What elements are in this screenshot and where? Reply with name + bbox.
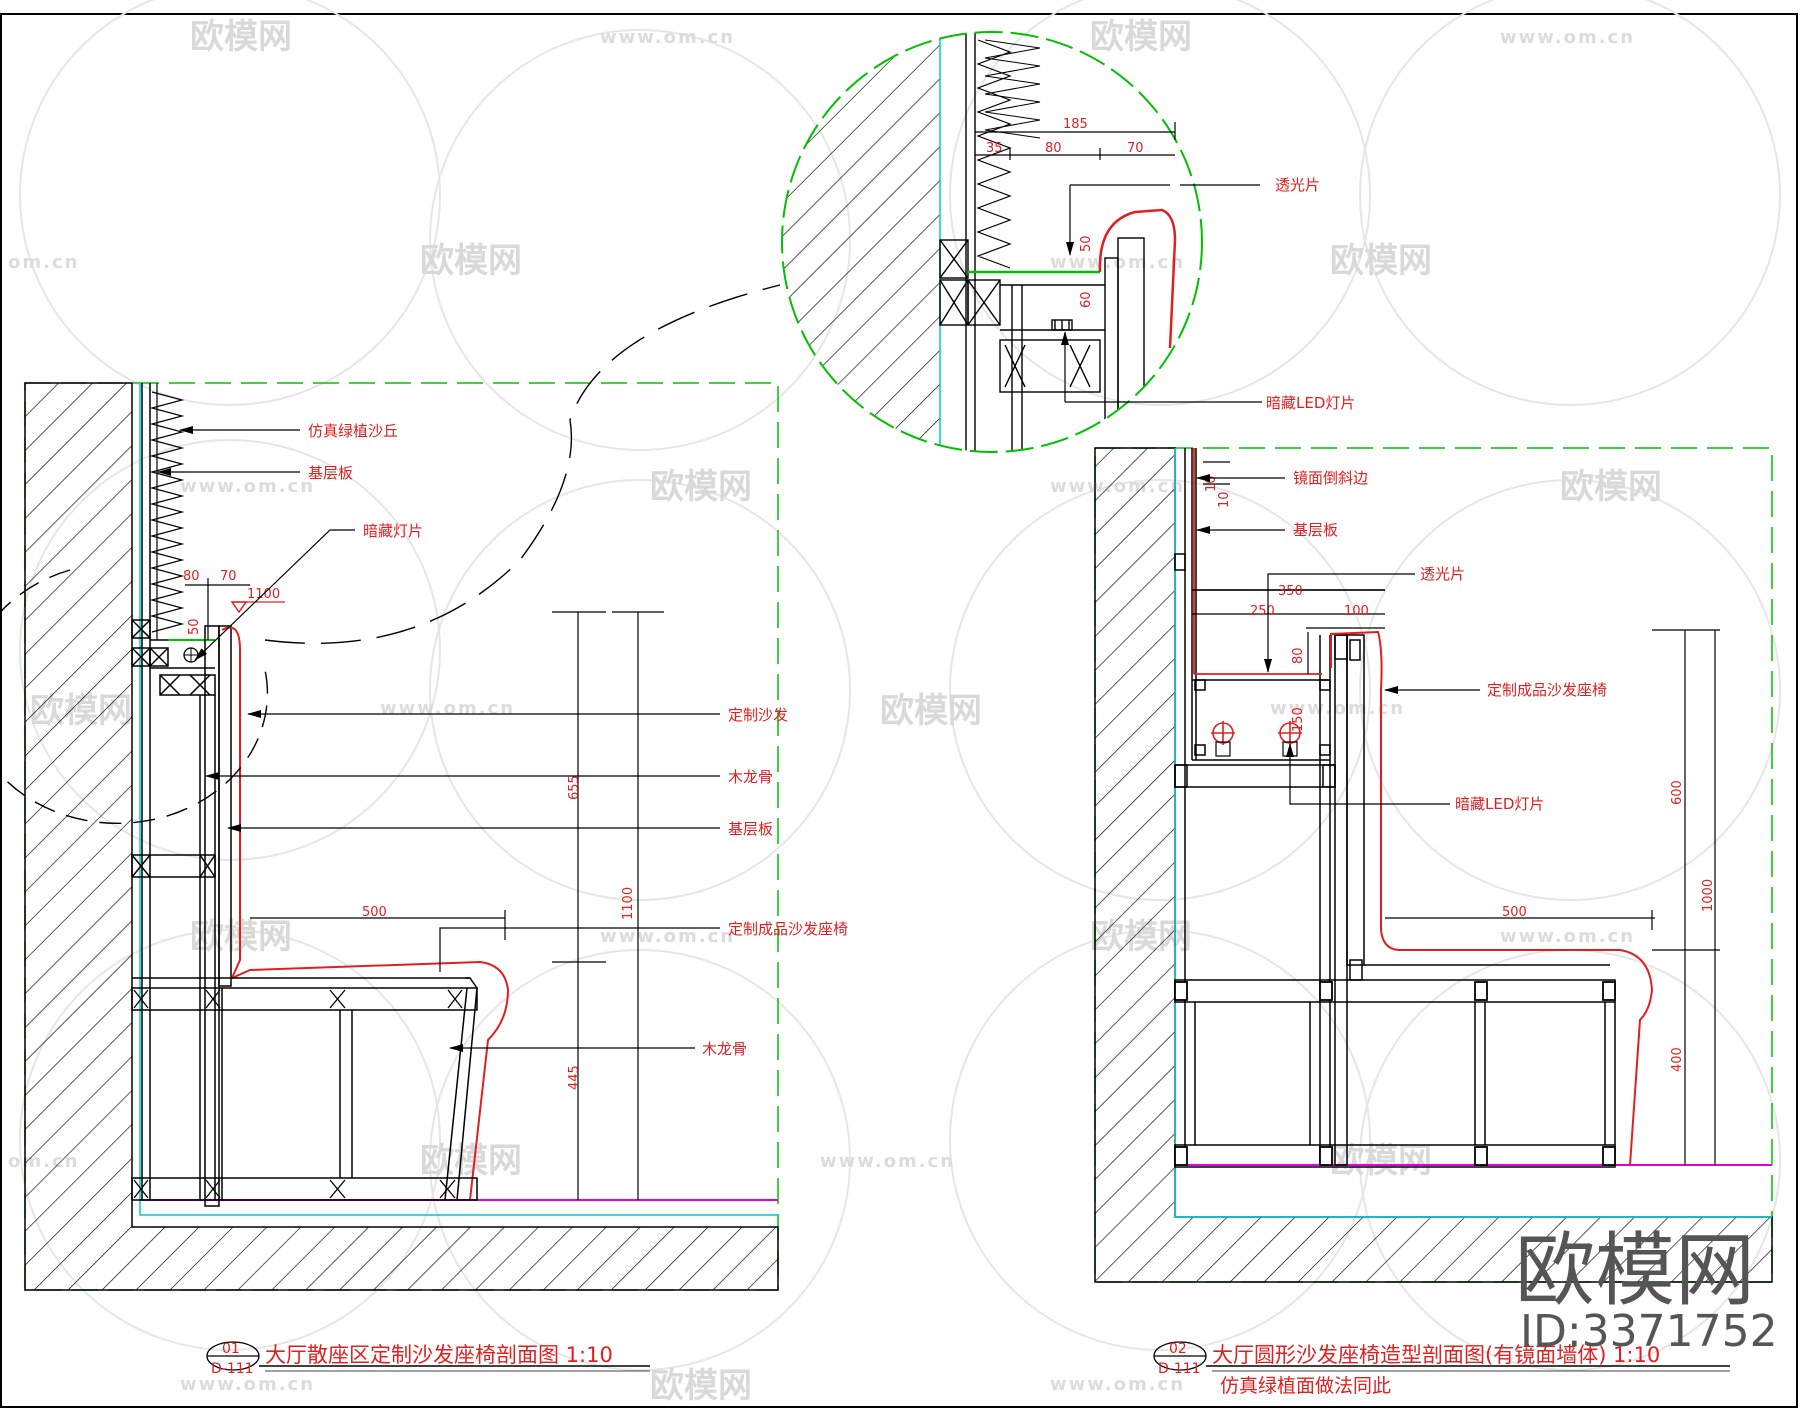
title-block-02: 02 D-111 大厅圆形沙发座椅造型剖面图(有镜面墙体) 1:10 仿真绿植面… (1153, 1341, 1730, 1397)
watermark-url: www.om.cn (820, 1151, 955, 1172)
drawing-title-01: 大厅散座区定制沙发座椅剖面图 1:10 (265, 1343, 613, 1367)
logo-id: ID:3371752 (1520, 1306, 1778, 1357)
dim-150: 150 (1291, 707, 1306, 732)
detail-dim-50: 50 (1079, 235, 1094, 252)
detail-dim-70: 70 (1127, 141, 1144, 156)
dim-10-b: 10 (1217, 491, 1232, 508)
wall-hatch (24, 382, 779, 1291)
note-base-board: 基层板 (1293, 521, 1338, 539)
dim-1100-vertical: 1100 (621, 887, 636, 920)
dim-500: 500 (1502, 905, 1527, 920)
drawing-number-01: 01 (222, 1341, 240, 1357)
watermark-url: www.om.cn (600, 27, 735, 48)
drawing-subtitle-02: 仿真绿植面做法同此 (1220, 1375, 1391, 1397)
dim-350: 350 (1278, 584, 1303, 599)
detail-dim-80: 80 (1045, 141, 1062, 156)
note-artificial-plant: 仿真绿植沙丘 (308, 422, 398, 440)
finish-line (1174, 448, 1772, 1218)
watermark-url: www.om.cn (1050, 252, 1185, 273)
watermark-brand: 欧模网 (1330, 241, 1432, 281)
detail-dim-185: 185 (1063, 117, 1088, 132)
watermark-url: www.om.cn (180, 1374, 315, 1395)
dim-250: 250 (1250, 604, 1275, 619)
watermark-url: om.cn (8, 252, 79, 273)
watermark-brand: 欧模网 (880, 691, 982, 731)
dim-80: 80 (1291, 647, 1306, 664)
sheet-ref-02: D-111 (1158, 1361, 1201, 1377)
watermark-brand: 欧模网 (420, 241, 522, 281)
note-base-board-top: 基层板 (308, 464, 353, 482)
note-wood-keel-lower: 木龙骨 (702, 1040, 747, 1058)
title-block-01: 01 D-111 大厅散座区定制沙发座椅剖面图 1:10 (206, 1341, 650, 1377)
note-custom-sofa: 定制沙发 (728, 706, 788, 724)
watermark-brand: 欧模网 (1090, 17, 1192, 57)
dim-445: 445 (567, 1065, 582, 1090)
dim-80: 80 (183, 569, 200, 584)
drawing-title-02: 大厅圆形沙发座椅造型剖面图(有镜面墙体) 1:10 (1212, 1343, 1660, 1367)
watermark-brand: 欧模网 (1330, 1141, 1432, 1181)
translucent-panel (1098, 208, 1177, 349)
sofa-upholstery (221, 626, 510, 1201)
watermark-url: www.om.cn (600, 926, 735, 947)
watermark-ring (19, 0, 1781, 1371)
watermark-url: www.om.cn (1270, 698, 1405, 719)
dim-70: 70 (220, 569, 237, 584)
brand-logo: 欧模网 ID:3371752 (1515, 1224, 1778, 1357)
note-finished-sofa-seat: 定制成品沙发座椅 (728, 920, 848, 938)
watermark-layer: 欧模网 欧模网 欧模网 欧模网 欧模网 欧模网 欧模网 欧模网 欧模网 欧模网 … (8, 0, 1781, 1406)
dim-50: 50 (187, 618, 202, 635)
detail-callout-leader (264, 284, 781, 645)
detail-dim-35: 35 (986, 141, 1003, 156)
dim-1000: 1000 (1701, 879, 1716, 912)
dim-400: 400 (1670, 1047, 1685, 1072)
note-led: 暗藏LED灯片 (1455, 795, 1544, 813)
watermark-brand: 欧模网 (650, 467, 752, 507)
watermark-brand: 欧模网 (190, 17, 292, 57)
dim-100: 100 (1344, 604, 1369, 619)
note-mirror-bevel: 镜面倒斜边 (1293, 469, 1368, 487)
detail-note-led: 暗藏LED灯片 (1266, 394, 1355, 412)
note-wood-keel-upper: 木龙骨 (728, 768, 773, 786)
watermark-url: www.om.cn (1050, 1374, 1185, 1395)
note-finished-sofa-seat: 定制成品沙发座椅 (1487, 681, 1607, 699)
watermark-brand: 欧模网 (650, 1366, 752, 1406)
note-translucent: 透光片 (1420, 565, 1465, 583)
dim-600: 600 (1670, 780, 1685, 805)
watermark-brand: 欧模网 (420, 1141, 522, 1181)
section-boundary (24, 382, 779, 1291)
sheet-border (0, 13, 1798, 1408)
watermark-url: www.om.cn (180, 476, 315, 497)
note-base-board-mid: 基层板 (728, 820, 773, 838)
detail-circle-boundary (781, 31, 1203, 453)
drawing-number-02: 02 (1169, 1341, 1187, 1357)
finish-line (139, 383, 778, 1216)
sofa-upholstery (1330, 630, 1654, 1166)
section-02: 10 10 350 250 100 80 150 600 1000 500 40… (1094, 447, 1773, 1397)
dim-500: 500 (362, 905, 387, 920)
watermark-brand: 欧模网 (1560, 467, 1662, 507)
level-marker (230, 601, 248, 614)
detail-callout-ring (0, 569, 269, 825)
note-hidden-light: 暗藏灯片 (363, 522, 423, 540)
detail-enlargement: 185 35 80 70 50 60 透光片 暗藏LED灯片 (781, 31, 1355, 453)
dim-655: 655 (567, 775, 582, 800)
detail-note-translucent: 透光片 (1275, 176, 1320, 194)
section-01: 655 1100 445 500 80 70 50 1100 仿真绿植沙丘 基层… (0, 284, 848, 1377)
watermark-url: www.om.cn (1500, 926, 1635, 947)
watermark-url: www.om.cn (380, 698, 515, 719)
detail-dim-60: 60 (1079, 291, 1094, 308)
sheet-ref-01: D-111 (211, 1361, 254, 1377)
logo-brand: 欧模网 (1515, 1224, 1755, 1317)
watermark-url: www.om.cn (1500, 27, 1635, 48)
